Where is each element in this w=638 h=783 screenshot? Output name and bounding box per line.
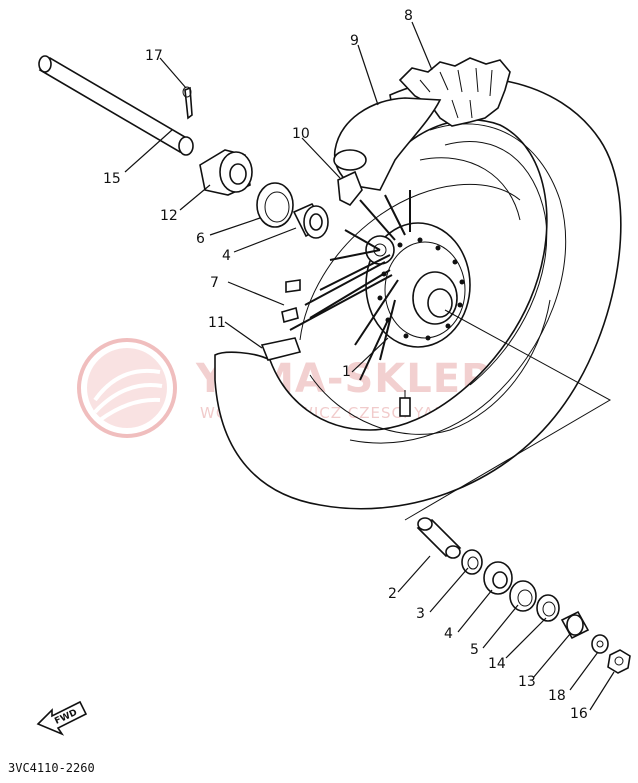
tread	[398, 57, 511, 127]
label-8: 8	[404, 8, 413, 24]
bearing-4-bottom	[483, 561, 513, 595]
label-1: 1	[342, 364, 351, 380]
cotter-pin	[182, 86, 193, 120]
label-5: 5	[470, 642, 479, 658]
label-3: 3	[416, 606, 425, 622]
spokes	[289, 190, 411, 381]
label-7: 7	[210, 275, 219, 291]
label-6: 6	[196, 231, 205, 247]
label-12: 12	[160, 208, 178, 224]
label-16: 16	[570, 706, 588, 722]
label-18: 18	[548, 688, 566, 704]
collar-12	[199, 149, 253, 196]
collar-2	[416, 517, 462, 559]
diagram-code: 3VC4110-2260	[8, 761, 95, 775]
oil-seal-6	[256, 182, 294, 228]
axle-shaft	[38, 55, 194, 156]
axle-dash-line	[404, 309, 612, 521]
label-15: 15	[103, 171, 121, 187]
valve-stem	[399, 390, 411, 417]
fwd-arrow-icon: FWD	[36, 700, 88, 736]
part-5	[509, 580, 537, 612]
label-11: 11	[208, 315, 226, 331]
label-4-bottom: 4	[444, 626, 453, 642]
label-17: 17	[145, 48, 163, 64]
label-13: 13	[518, 674, 536, 690]
label-9: 9	[350, 33, 359, 49]
collar-13	[560, 610, 590, 640]
label-10: 10	[292, 126, 310, 142]
rim-band	[337, 170, 363, 207]
bearing-4-top	[292, 202, 329, 239]
rim-clamp	[260, 337, 302, 361]
hub	[365, 222, 471, 348]
tire	[214, 57, 622, 510]
seal-3	[461, 549, 483, 575]
label-2: 2	[388, 586, 397, 602]
spoke-nipple	[281, 279, 301, 324]
part-14	[536, 594, 560, 622]
label-4-top: 4	[222, 248, 231, 264]
watermark-logo	[77, 338, 177, 438]
callout-labels: 17 8 9 15 10 12 6 4 7 11 1 2 3 4 5 14 13…	[103, 8, 588, 722]
washer-18	[591, 634, 609, 654]
label-14: 14	[488, 656, 506, 672]
inner-tube	[333, 97, 442, 191]
nut-16	[607, 649, 631, 674]
leader-lines	[124, 21, 615, 711]
